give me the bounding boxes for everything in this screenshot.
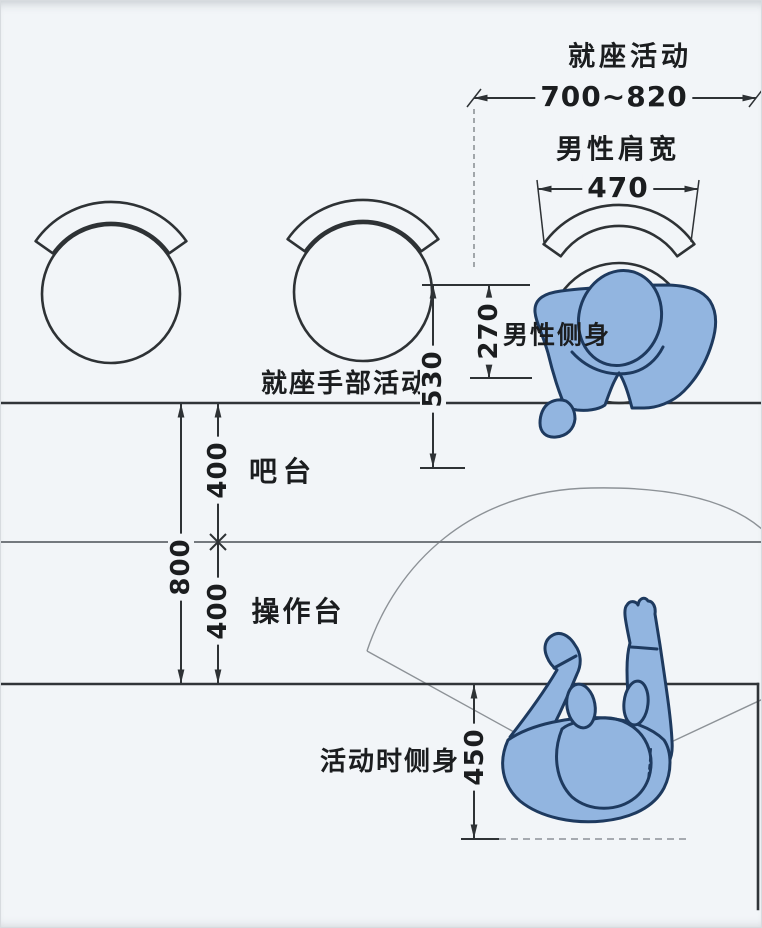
- reach-envelope-arc: [366, 487, 761, 744]
- seat-activity-value: 700~820: [535, 83, 693, 111]
- stool-2: [286, 198, 440, 363]
- active-side-value: 450: [460, 723, 490, 791]
- seated-person-collar-line: [570, 345, 665, 376]
- standing-person-dashed-seam: [647, 748, 652, 782]
- male-shoulder-width-value: 470: [582, 174, 654, 202]
- standing-person-figure: [501, 596, 674, 824]
- extension-line-right: [690, 179, 700, 243]
- stool-2-seat: [292, 221, 434, 363]
- oblique-tick-left: [466, 88, 482, 108]
- work-counter-depth-value: 400: [203, 577, 233, 645]
- stool-2-backrest: [286, 198, 440, 253]
- work-counter-label: 操作台: [251, 595, 345, 628]
- standing-person-right-shoulder: [622, 679, 650, 727]
- stool-1-backrest: [34, 200, 188, 255]
- seated-hand-activity-value: 530: [418, 345, 448, 413]
- stool-1: [34, 200, 188, 365]
- standing-person-left-wrist-line: [552, 654, 578, 670]
- bar-counter-label: 吧台: [248, 455, 318, 488]
- male-shoulder-width-label: 男性肩宽: [556, 134, 680, 166]
- seated-person-hand: [538, 398, 577, 439]
- standing-person-right-wrist-line: [629, 645, 659, 651]
- standing-person-left-shoulder: [565, 682, 597, 730]
- male-side-value: 270: [474, 297, 504, 365]
- standing-person-back-contour: [555, 716, 653, 810]
- total-depth-value: 800: [166, 533, 196, 601]
- seated-person-figure: [533, 268, 717, 439]
- extension-line-left: [536, 179, 545, 243]
- seated-hand-activity-label: 就座手部活动: [260, 369, 430, 399]
- construction-dashed-lines: [473, 109, 689, 840]
- stool-1-seat: [40, 223, 182, 365]
- bar-counter-depth-value: 400: [203, 436, 233, 504]
- active-side-label: 活动时侧身: [319, 747, 461, 777]
- oblique-tick-right: [748, 90, 761, 108]
- male-side-label: 男性侧身: [502, 320, 612, 350]
- stool-3-backrest: [542, 203, 696, 258]
- dim-midpoint-cross: [209, 533, 227, 551]
- seated-person-head: [576, 268, 664, 368]
- seat-activity-label: 就座活动: [568, 41, 692, 73]
